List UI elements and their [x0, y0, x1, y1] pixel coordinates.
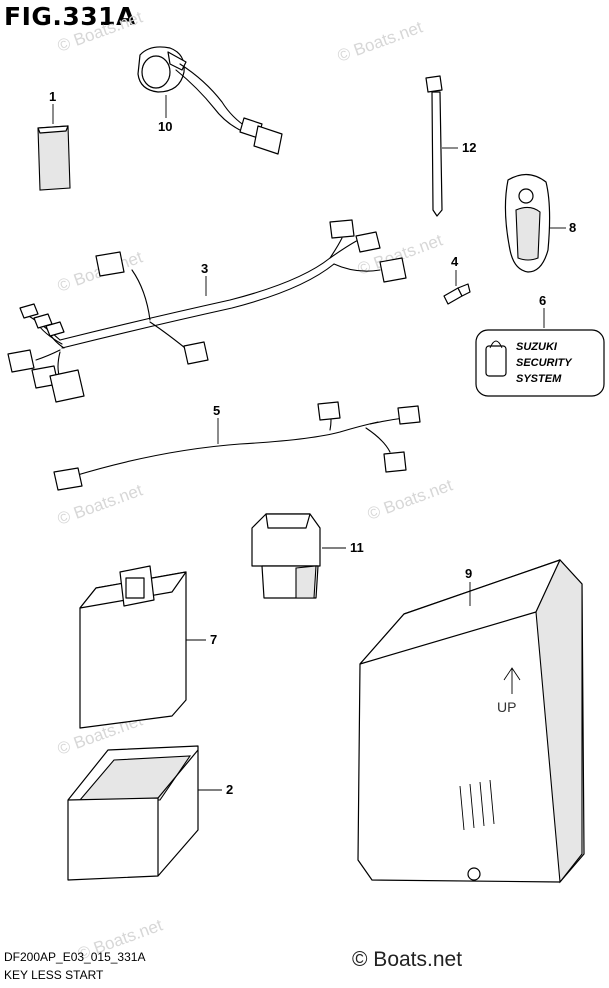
figure-caption: KEY LESS START — [4, 968, 104, 982]
part-3-main-harness: 3 — [7, 219, 407, 403]
security-label-line-2: SECURITY — [516, 357, 573, 369]
part-7-control-unit: 7 — [79, 565, 217, 729]
part-8-key-fob: 8 — [504, 173, 576, 273]
callout-6: 6 — [539, 293, 546, 308]
callout-12: 12 — [462, 140, 476, 155]
watermark-1: © Boats.net — [55, 7, 145, 55]
ecu-up-marking: UP — [497, 699, 516, 715]
part-10-buzzer: 10 — [137, 46, 283, 155]
callout-9: 9 — [465, 566, 472, 581]
security-label-line-3: SYSTEM — [516, 373, 562, 385]
part-11-switch: 11 — [251, 513, 364, 599]
callout-5: 5 — [213, 403, 220, 418]
part-4-screw: 4 — [443, 254, 471, 305]
callout-1: 1 — [49, 89, 56, 104]
watermark-6: © Boats.net — [365, 475, 455, 523]
callout-10: 10 — [158, 119, 172, 134]
callout-7: 7 — [210, 632, 217, 647]
callout-3: 3 — [201, 261, 208, 276]
watermark-2: © Boats.net — [335, 17, 425, 65]
part-9-ecu: UP 9 — [357, 559, 585, 884]
figure-title: FIG.331A — [4, 2, 136, 31]
security-label-line-1: SUZUKI — [516, 341, 558, 353]
brand-watermark: © Boats.net — [352, 948, 463, 971]
callout-8: 8 — [569, 220, 576, 235]
part-1-label-card: 1 — [37, 89, 71, 191]
callout-4: 4 — [451, 254, 459, 269]
model-code: DF200AP_E03_015_331A — [4, 950, 146, 964]
part-12-cable-tie: 12 — [425, 75, 476, 217]
part-5-sub-harness: 5 — [53, 401, 421, 491]
part-2-holder: 2 — [67, 745, 233, 881]
callout-2: 2 — [226, 782, 233, 797]
part-6-security-label: SUZUKI SECURITY SYSTEM 6 — [475, 293, 605, 397]
callout-11: 11 — [350, 540, 364, 555]
